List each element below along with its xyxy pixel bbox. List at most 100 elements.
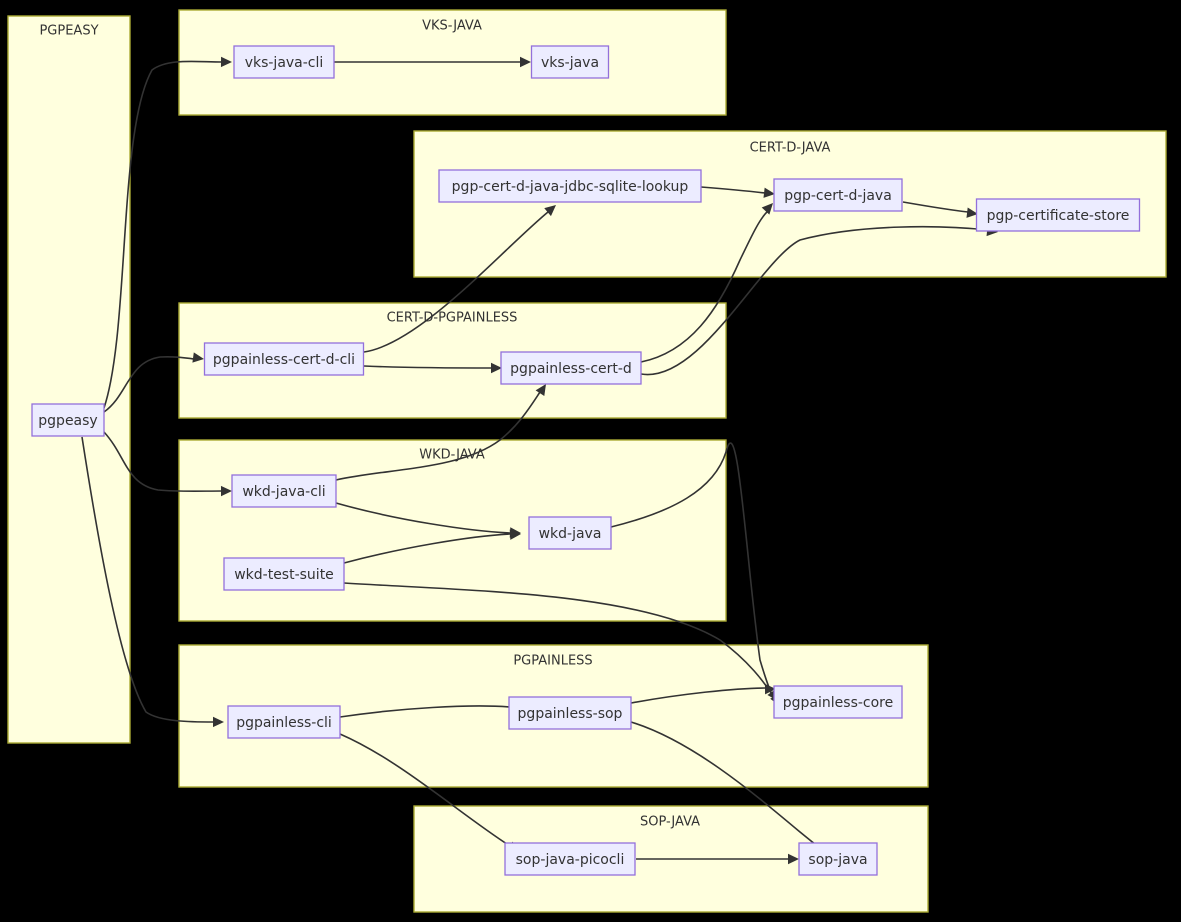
arrowhead-icon [509,529,521,540]
node-pgp-cert-d-java[interactable]: pgp-cert-d-java [773,178,903,212]
arrowhead-icon [520,56,531,68]
node-vks-java[interactable]: vks-java [530,45,610,79]
node-box-pgpainless-cert-d[interactable] [500,351,642,385]
cluster-label-cert_d_java: CERT-D-JAVA [750,141,831,156]
edge-path [103,60,223,409]
node-box-pgpainless-sop[interactable] [508,696,632,730]
node-sop-java[interactable]: sop-java [798,842,878,876]
edge-path [630,687,767,704]
edge-path [610,442,775,699]
edge-path [103,431,223,493]
node-wkd-java[interactable]: wkd-java [528,516,612,550]
edge-pgpainless-cert-d-to-pgp-cert-d-java [640,203,773,363]
edge-path [363,365,493,369]
edge-pgp-cert-d-java-jdbc-sqlite-lookup-to-pgp-cert-d-java [700,186,775,198]
node-sop-java-picocli[interactable]: sop-java-picocli [504,842,636,876]
node-box-wkd-java-cli[interactable] [231,474,337,508]
node-label-pgp-cert-d-java: pgp-cert-d-java [784,188,892,204]
edge-pgpeasy-to-pgpainless-cli [81,436,224,728]
node-label-pgpainless-cli: pgpainless-cli [236,715,332,731]
arrowhead-icon [535,384,546,397]
cluster-label-vks_java: VKS-JAVA [422,19,482,34]
edge-path [640,225,989,376]
arrowhead-icon [544,205,556,217]
node-pgpainless-sop[interactable]: pgpainless-sop [508,696,632,730]
node-label-sop-java-picocli: sop-java-picocli [516,852,625,868]
node-box-vks-java-cli[interactable] [233,45,335,79]
node-box-pgpeasy[interactable] [31,403,105,437]
cluster-label-pgpainless: PGPAINLESS [513,654,592,669]
edge-path [339,733,511,847]
arrowhead-icon [220,485,232,497]
edge-path [343,533,511,564]
edge-vks-java-cli-to-vks-java [334,56,531,68]
cluster-label-sop_java: SOP-JAVA [640,815,700,830]
edge-wkd-test-suite-to-wkd-java [343,529,521,564]
edge-pgpeasy-to-wkd-java-cli [103,431,232,497]
cluster-label-wkd_java: WKD-JAVA [419,448,485,463]
node-box-wkd-java[interactable] [528,516,612,550]
node-label-sop-java: sop-java [808,852,867,868]
edge-path [103,355,195,413]
edge-pgpeasy-to-vks-java-cli [103,56,232,409]
node-label-vks-java: vks-java [541,55,599,71]
node-label-pgpainless-core: pgpainless-core [783,695,893,711]
edge-pgpainless-cert-d-cli-to-pgpainless-cert-d [363,362,502,374]
edge-path [335,502,511,534]
nodes-layer: pgpeasy vks-java-cli vks-java pgp-cert-d-ja… [31,45,1141,876]
arrowhead-icon [764,683,776,695]
node-label-pgpainless-cert-d: pgpainless-cert-d [510,361,632,377]
node-box-pgp-certificate-store[interactable] [975,198,1141,232]
node-pgp-certificate-store[interactable]: pgp-certificate-store [975,198,1141,232]
node-label-wkd-test-suite: wkd-test-suite [234,567,334,583]
edge-path [902,201,969,213]
node-pgpeasy[interactable]: pgpeasy [31,403,105,437]
edge-pgpainless-cert-d-cli-to-pgp-cert-d-java-jdbc-sqlite-lookup [363,205,556,353]
node-pgpainless-cert-d-cli[interactable]: pgpainless-cert-d-cli [203,342,365,376]
cluster-label-cert_d_pgpainless: CERT-D-PGPAINLESS [387,311,518,326]
node-box-pgp-cert-d-java[interactable] [773,178,903,212]
node-box-sop-java-picocli[interactable] [504,842,636,876]
node-pgpainless-cert-d[interactable]: pgpainless-cert-d [500,351,642,385]
node-wkd-java-cli[interactable]: wkd-java-cli [231,474,337,508]
node-box-wkd-test-suite[interactable] [223,557,345,591]
node-wkd-test-suite[interactable]: wkd-test-suite [223,557,345,591]
edge-sop-java-picocli-to-sop-java [636,853,799,865]
edge-pgpeasy-to-pgpainless-cert-d-cli [103,352,204,413]
node-pgpainless-cli[interactable]: pgpainless-cli [227,705,341,739]
arrowhead-icon [761,203,773,215]
cluster-box-wkd_java [178,439,727,622]
edge-path [363,211,549,353]
node-label-pgpainless-sop: pgpainless-sop [518,706,623,722]
node-box-pgpainless-cert-d-cli[interactable] [203,342,365,376]
edge-pgp-cert-d-java-to-pgp-certificate-store [902,201,978,218]
edges-layer [81,56,998,865]
edge-path [640,210,769,363]
node-label-pgpeasy: pgpeasy [38,413,97,429]
edge-pgpainless-sop-to-pgpainless-core [630,683,776,704]
node-pgp-cert-d-java-jdbc-sqlite-lookup[interactable]: pgp-cert-d-java-jdbc-sqlite-lookup [438,169,702,203]
node-box-sop-java[interactable] [798,842,878,876]
node-box-vks-java[interactable] [530,45,610,79]
arrowhead-icon [212,716,224,728]
arrowhead-icon [966,207,978,218]
cluster-label-pgpeasy: PGPEASY [39,24,98,39]
node-box-pgpainless-cli[interactable] [227,705,341,739]
node-label-wkd-java-cli: wkd-java-cli [242,484,325,500]
node-vks-java-cli[interactable]: vks-java-cli [233,45,335,79]
arrowhead-icon [490,362,502,374]
cluster-box-pgpeasy [7,15,131,744]
arrowhead-icon [788,853,799,865]
edge-wkd-java-cli-to-pgpainless-cert-d [335,384,546,481]
arrowhead-icon [192,352,204,363]
node-pgpainless-core[interactable]: pgpainless-core [773,685,903,719]
edge-path [335,391,541,481]
node-label-pgp-certificate-store: pgp-certificate-store [987,208,1130,224]
edge-path [339,705,511,718]
cluster-pgpeasy: PGPEASY [7,15,131,744]
arrowhead-icon [763,187,775,198]
node-box-pgp-cert-d-java-jdbc-sqlite-lookup[interactable] [438,169,702,203]
node-box-pgpainless-core[interactable] [773,685,903,719]
